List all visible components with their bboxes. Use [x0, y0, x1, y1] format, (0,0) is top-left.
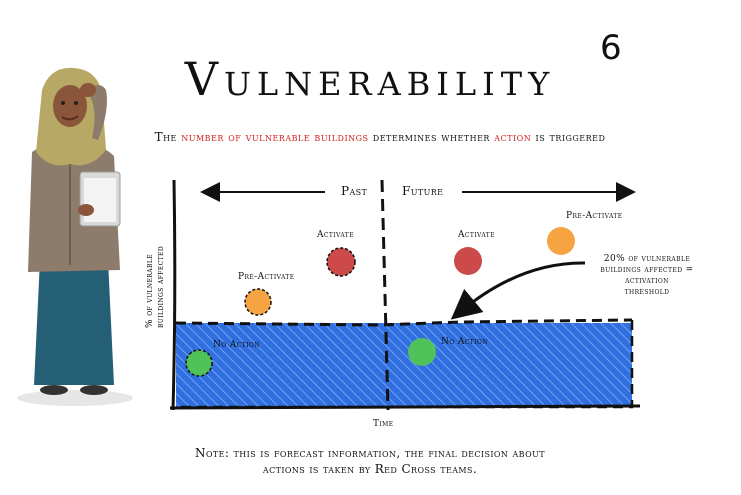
footnote-line1: Note: this is forecast information, the … [195, 446, 545, 460]
y-axis-label-line2: buildings affected [156, 246, 166, 328]
subtitle-text-1: The [154, 130, 182, 144]
label-no-action-past: No Action [213, 340, 260, 350]
label-activate-future: Activate [458, 230, 495, 240]
x-axis-label: Time [373, 419, 394, 429]
point-no-action-past [185, 349, 213, 377]
threshold-note-line1: 20% of vulnerable [603, 254, 691, 264]
label-pre-activate-future: Pre-Activate [566, 211, 623, 221]
threshold-line [175, 318, 633, 327]
point-no-action-future [408, 338, 436, 366]
label-no-action-future: No Action [441, 337, 488, 347]
page-number: 6 [600, 28, 622, 68]
footnote-line2: actions is taken by Red Cross teams. [262, 462, 478, 476]
y-axis [171, 179, 177, 411]
label-pre-activate-past: Pre-Activate [238, 272, 295, 282]
y-axis-label-line1: % of vulnerable [145, 254, 155, 328]
subtitle-text-2: determines whether [368, 130, 495, 144]
threshold-note-line2: buildings affected = [600, 265, 694, 275]
threshold-note-line3: activation [625, 276, 669, 286]
past-label: Past [341, 184, 368, 198]
footnote: Note: this is forecast information, the … [140, 445, 600, 477]
subtitle-text-3: is triggered [531, 130, 606, 144]
x-axis [169, 404, 641, 410]
subtitle-highlight-buildings: number of vulnerable buildings [181, 130, 369, 144]
point-activate-past [326, 247, 356, 277]
subtitle: The number of vulnerable buildings deter… [110, 130, 650, 145]
threshold-note: 20% of vulnerable buildings affected = a… [588, 254, 706, 298]
past-future-divider [380, 179, 390, 411]
point-pre-activate-past [244, 288, 272, 316]
point-pre-activate-future [547, 227, 575, 255]
no-action-zone [176, 323, 632, 407]
future-label: Future [402, 184, 444, 198]
subtitle-highlight-action: action [494, 130, 532, 144]
page-title: Vulnerability [184, 52, 556, 106]
threshold-pointer-arrow [450, 261, 586, 320]
label-activate-past: Activate [317, 230, 354, 240]
threshold-note-line4: threshold [624, 287, 670, 297]
point-activate-future [454, 247, 482, 275]
woman-illustration [17, 67, 133, 406]
